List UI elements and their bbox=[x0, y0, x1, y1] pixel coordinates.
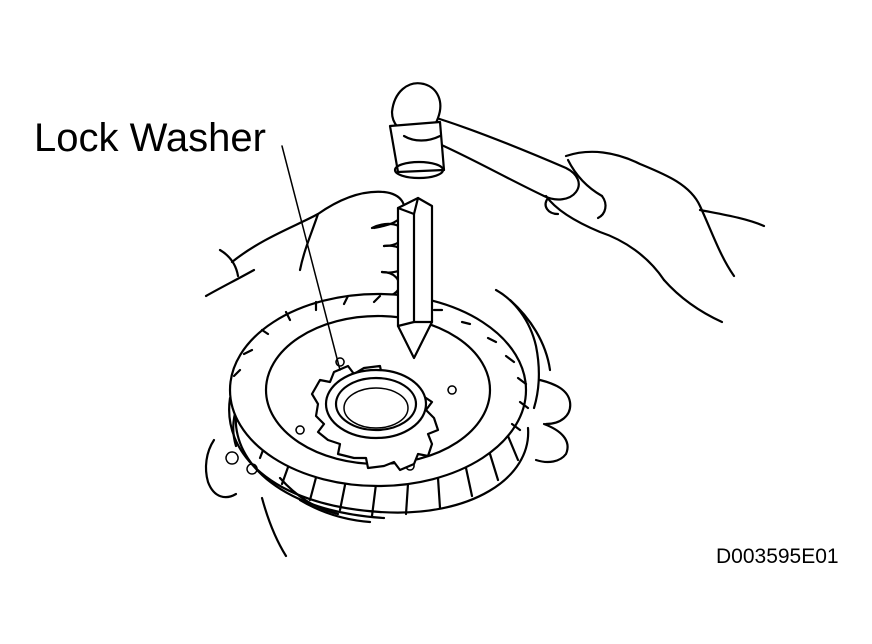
chisel-tool bbox=[396, 196, 434, 360]
callout-leader-line bbox=[281, 145, 341, 371]
lock-washer bbox=[310, 364, 440, 472]
figure-code: D003595E01 bbox=[716, 545, 839, 568]
lock-washer-label: Lock Washer bbox=[34, 116, 266, 160]
housing-outline bbox=[204, 288, 572, 558]
right-hand bbox=[544, 150, 766, 324]
hammer bbox=[388, 82, 580, 201]
